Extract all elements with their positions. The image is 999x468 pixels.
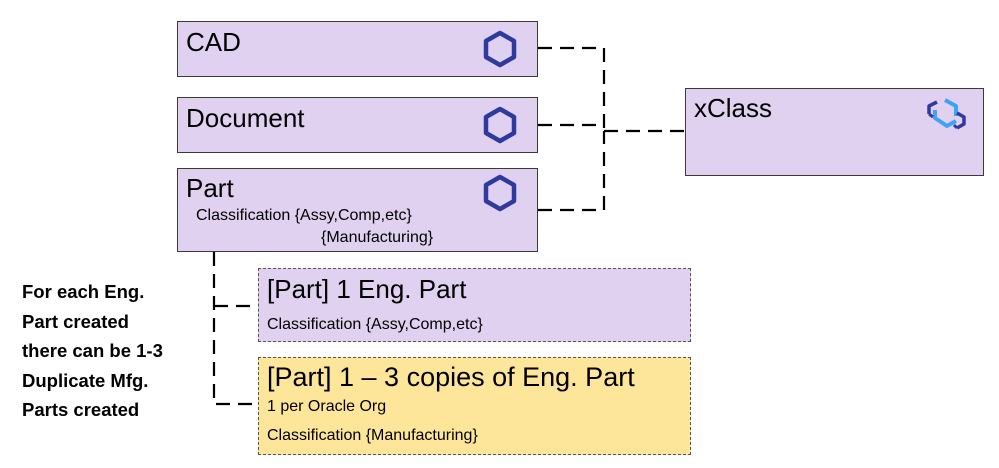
note-line: For each Eng. <box>22 281 145 302</box>
entity-eng-part[interactable]: [Part] 1 Eng. Part Classification {Assy,… <box>258 268 691 342</box>
connector-cad-xclass <box>538 46 606 131</box>
hexagon-icon <box>483 30 517 68</box>
hexagon-icon <box>483 174 517 212</box>
note-line: Part created <box>22 310 129 332</box>
entity-document[interactable]: Document <box>177 97 538 153</box>
entity-part[interactable]: Part Classification {Assy,Comp,etc} {Man… <box>177 168 538 252</box>
note-line: there can be 1-3 <box>22 340 163 361</box>
entity-eng-part-classification: Classification {Assy,Comp,etc} <box>267 316 483 333</box>
entity-mfg-part-classification: Classification {Manufacturing} <box>267 427 478 444</box>
entity-xclass-title: xClass <box>694 93 773 123</box>
entity-cad-title: CAD <box>186 27 241 57</box>
connector-part-xclass <box>538 131 606 212</box>
entity-xclass[interactable]: xClass <box>685 88 984 176</box>
note-line: Parts created <box>22 399 140 420</box>
entity-document-title: Document <box>186 103 305 133</box>
entity-eng-part-title: [Part] 1 Eng. Part <box>267 274 467 304</box>
note-line: Duplicate Mfg. <box>22 369 149 391</box>
entity-mfg-part-title: [Part] 1 – 3 copies of Eng. Part <box>267 362 635 392</box>
entity-mfg-part-detail: 1 per Oracle Org <box>267 398 387 415</box>
explanation-note: For each Eng. Part created there can be … <box>22 277 163 425</box>
entity-part-title: Part <box>186 173 234 203</box>
linked-hexagons-icon <box>927 98 966 130</box>
connector-part-children <box>212 252 258 406</box>
entity-cad[interactable]: CAD <box>177 21 538 77</box>
hexagon-icon <box>483 106 517 144</box>
entity-mfg-part[interactable]: [Part] 1 – 3 copies of Eng. Part 1 per O… <box>258 357 691 455</box>
entity-part-classification: Classification {Assy,Comp,etc} <box>196 207 412 224</box>
entity-part-classification-mfg: {Manufacturing} <box>321 229 434 246</box>
